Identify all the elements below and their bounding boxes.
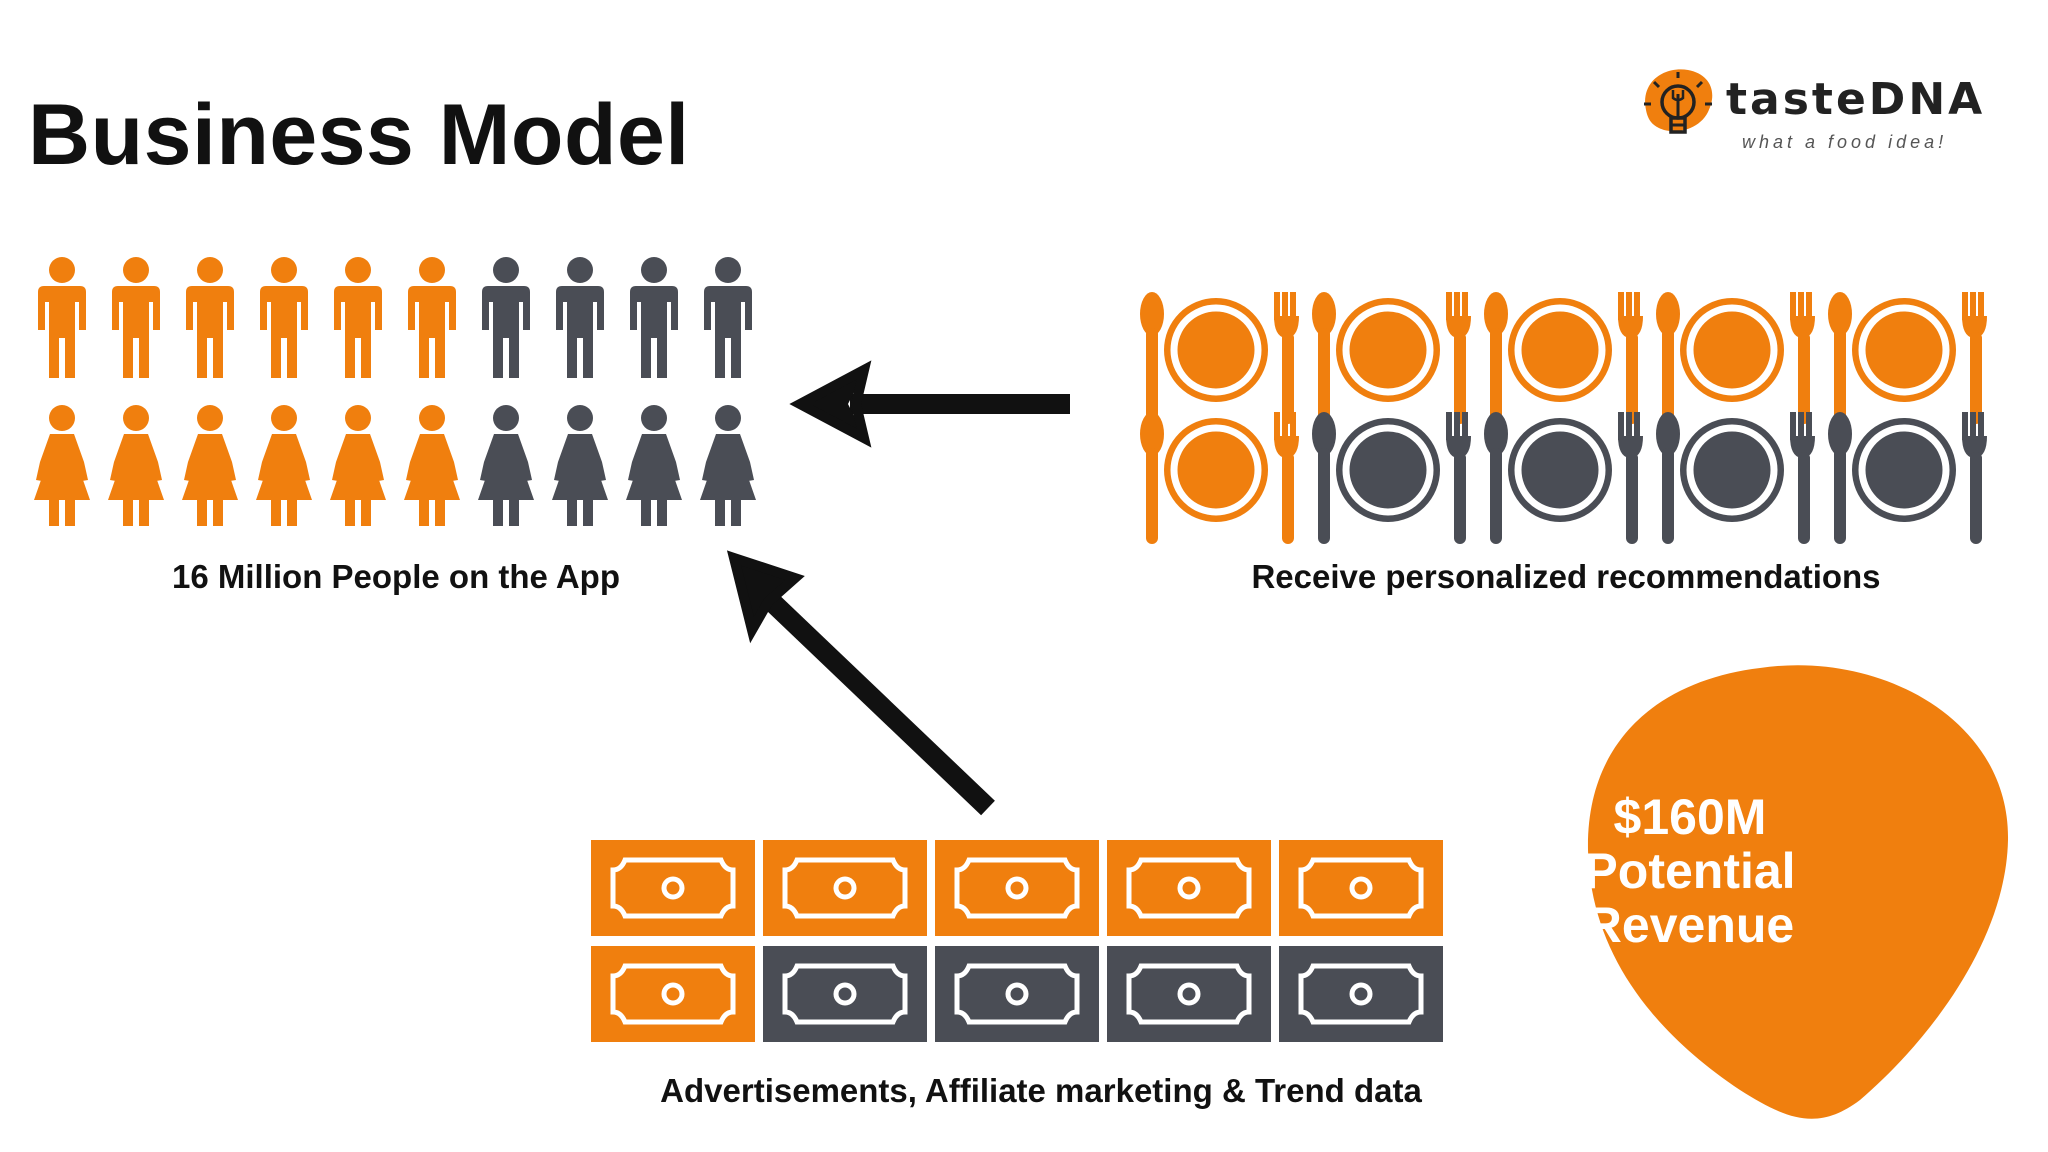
plate-setting-icon xyxy=(1656,292,1815,424)
banknote-icon xyxy=(935,946,1099,1042)
people-caption: 16 Million People on the App xyxy=(172,558,620,595)
man-icon xyxy=(704,257,752,378)
man-icon xyxy=(186,257,234,378)
woman-icon xyxy=(256,405,312,526)
revenue-word-potential: Potential xyxy=(1584,843,1796,899)
logo-wordmark: tasteDNA xyxy=(1726,74,1986,125)
plate-setting-icon xyxy=(1484,412,1643,544)
woman-icon xyxy=(478,405,534,526)
revenue-amount: $160M xyxy=(1613,789,1767,845)
plate-setting-icon xyxy=(1312,412,1471,544)
logo-tagline: what a food idea! xyxy=(1742,132,1948,152)
lightbulb-fork-icon xyxy=(1644,69,1713,134)
banknote-icon xyxy=(1279,946,1443,1042)
man-icon xyxy=(556,257,604,378)
plate-setting-icon xyxy=(1484,292,1643,424)
logo: tasteDNA what a food idea! xyxy=(1636,62,1996,172)
banknote-icon xyxy=(591,840,755,936)
banknote-icon xyxy=(935,840,1099,936)
banknote-icon xyxy=(591,946,755,1042)
revenue-word-revenue: Revenue xyxy=(1585,897,1795,953)
banknote-icon xyxy=(1279,840,1443,936)
man-icon xyxy=(334,257,382,378)
banknote-icon xyxy=(1107,946,1271,1042)
money-grid xyxy=(591,840,1443,1042)
man-icon xyxy=(630,257,678,378)
arrow-dining-to-people xyxy=(789,360,1070,448)
man-icon xyxy=(408,257,456,378)
plate-setting-icon xyxy=(1828,412,1987,544)
banknote-icon xyxy=(763,840,927,936)
plate-setting-icon xyxy=(1312,292,1471,424)
woman-icon xyxy=(626,405,682,526)
woman-icon xyxy=(108,405,164,526)
woman-icon xyxy=(34,405,90,526)
arrow-money-to-people xyxy=(726,550,995,816)
woman-icon xyxy=(552,405,608,526)
people-grid xyxy=(34,257,756,526)
banknote-icon xyxy=(1107,840,1271,936)
dining-caption: Receive personalized recommendations xyxy=(1251,558,1881,595)
plate-setting-icon xyxy=(1656,412,1815,544)
woman-icon xyxy=(700,405,756,526)
banknote-icon xyxy=(763,946,927,1042)
plate-setting-icon xyxy=(1828,292,1987,424)
dining-grid xyxy=(1140,292,1987,544)
woman-icon xyxy=(330,405,386,526)
revenue-label: $160M Potential Revenue xyxy=(1580,790,1800,952)
plate-setting-icon xyxy=(1140,292,1299,424)
man-icon xyxy=(482,257,530,378)
page-title: Business Model xyxy=(28,87,690,183)
plate-setting-icon xyxy=(1140,412,1299,544)
woman-icon xyxy=(182,405,238,526)
man-icon xyxy=(38,257,86,378)
money-caption: Advertisements, Affiliate marketing & Tr… xyxy=(660,1072,1422,1109)
man-icon xyxy=(260,257,308,378)
man-icon xyxy=(112,257,160,378)
revenue-blob xyxy=(1587,665,2009,1119)
woman-icon xyxy=(404,405,460,526)
